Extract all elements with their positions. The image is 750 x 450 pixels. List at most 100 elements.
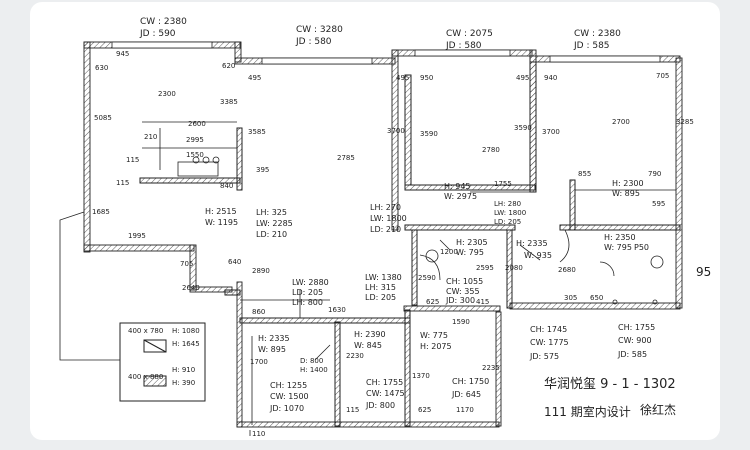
dim: 495: [248, 74, 261, 82]
annotation: W: 895: [612, 189, 640, 198]
annotation: JD: 800: [365, 401, 395, 410]
annotation: CW: 900: [618, 336, 652, 345]
annotation: CH: 1055: [446, 277, 483, 286]
annotation: LD: 205: [365, 293, 396, 302]
annotation: H: 910: [172, 366, 195, 374]
jd-label-2: JD : 580: [295, 37, 332, 47]
annotation: W: 895: [258, 345, 286, 354]
annotations: H: 2515 W: 1195 LH: 325 LW: 2285 LD: 210…: [128, 179, 655, 413]
dim: 3590: [420, 130, 438, 138]
dim: 415: [476, 298, 489, 306]
dim: 115: [126, 156, 139, 164]
fixtures: [177, 156, 664, 305]
annotation: CW: 355: [446, 287, 480, 296]
annotation: LW: 2880: [292, 278, 329, 287]
annotation: H: 390: [172, 379, 195, 387]
annotation: H: 2305: [456, 238, 488, 247]
dim: 625: [418, 406, 431, 414]
annotation: CW: 1475: [366, 389, 405, 398]
interior-walls: [139, 61, 681, 427]
dim: 5085: [94, 114, 112, 122]
annotation: LH: 280: [494, 200, 521, 208]
annotation: W: 845: [354, 341, 382, 350]
dim: 1550: [186, 151, 204, 159]
dim: 2890: [252, 267, 270, 275]
dim: 1700: [250, 358, 268, 366]
project-title: 华润悦玺 9 - 1 - 1302: [544, 377, 676, 392]
annotation: H: 945: [444, 182, 471, 191]
page-number: 95: [696, 265, 711, 279]
dim: 1630: [328, 306, 346, 314]
annotation: LW: 1800: [494, 209, 526, 217]
dim: 625: [426, 298, 439, 306]
dim: 115: [116, 179, 129, 187]
annotation: D: 800: [300, 357, 323, 365]
dim: 855: [578, 170, 591, 178]
dim: 1590: [452, 318, 470, 326]
annotation: LD: 205: [292, 288, 323, 297]
title-block: 华润悦玺 9 - 1 - 1302 111 期室内设计 徐红杰: [544, 377, 676, 419]
cw-label-4: CW : 2380: [574, 29, 621, 39]
annotation: H: 2335: [516, 239, 548, 248]
dim: 1755: [494, 180, 512, 188]
annotation: CH: 1750: [452, 377, 489, 386]
dim: 2080: [505, 264, 523, 272]
dim: 395: [256, 166, 269, 174]
sketch-lines: [59, 121, 676, 436]
dim: 2640: [182, 284, 200, 292]
annotation: LH: 800: [292, 298, 323, 307]
dim: 1995: [128, 232, 146, 240]
dim: 650: [590, 294, 603, 302]
dim: 2235: [482, 364, 500, 372]
designer-signature: 徐红杰: [640, 402, 676, 417]
dim: 3585: [248, 128, 266, 136]
dim: 705: [656, 72, 669, 80]
dim: 860: [252, 308, 265, 316]
dim: 2680: [558, 266, 576, 274]
annotation: LW: 1380: [365, 273, 402, 282]
dim: 305: [564, 294, 577, 302]
dim: 2300: [158, 90, 176, 98]
cw-label-1: CW : 2380: [140, 17, 187, 27]
dim: 2995: [186, 136, 204, 144]
annotation: LW: 1800: [370, 214, 407, 223]
dim: 2595: [476, 264, 494, 272]
jd-label-1: JD : 590: [139, 29, 176, 39]
annotation: H: 2390: [354, 330, 386, 339]
annotation: W: 1195: [205, 218, 238, 227]
annotation: LD: 210: [256, 230, 287, 239]
annotation: W: 2975: [444, 192, 477, 201]
dim: 1170: [456, 406, 474, 414]
dim: 1200: [440, 248, 458, 256]
dim: 620: [222, 62, 235, 70]
dim: 2600: [188, 120, 206, 128]
dim: 2590: [418, 274, 436, 282]
annotation: H: 2300: [612, 179, 644, 188]
jd-label-4: JD : 585: [573, 41, 610, 51]
jd-label-3: JD : 580: [445, 41, 482, 51]
dim: 705: [180, 260, 193, 268]
annotation: CW: 1500: [270, 392, 309, 401]
annotation: H: 1400: [300, 366, 328, 374]
dim: 495: [516, 74, 529, 82]
annotation: P50: [634, 243, 649, 252]
dim: 840: [220, 182, 233, 190]
annotation: 400 x 880: [128, 373, 163, 381]
annotation: H: 2350: [604, 233, 636, 242]
annotation: H: 2515: [205, 207, 237, 216]
cw-label-3: CW : 2075: [446, 29, 493, 39]
dim: 630: [95, 64, 108, 72]
annotation: LH: 270: [370, 203, 401, 212]
dim: 940: [544, 74, 557, 82]
dim: 210: [144, 133, 157, 141]
dim: 1370: [412, 372, 430, 380]
dim: 790: [648, 170, 661, 178]
project-subtitle: 111 期室内设计: [544, 404, 631, 419]
annotation: CH: 1755: [366, 378, 403, 387]
dim: 2700: [612, 118, 630, 126]
dim: 945: [116, 50, 129, 58]
dim: 3700: [387, 127, 405, 135]
dim: 3590: [514, 124, 532, 132]
top-windows: [111, 41, 661, 65]
